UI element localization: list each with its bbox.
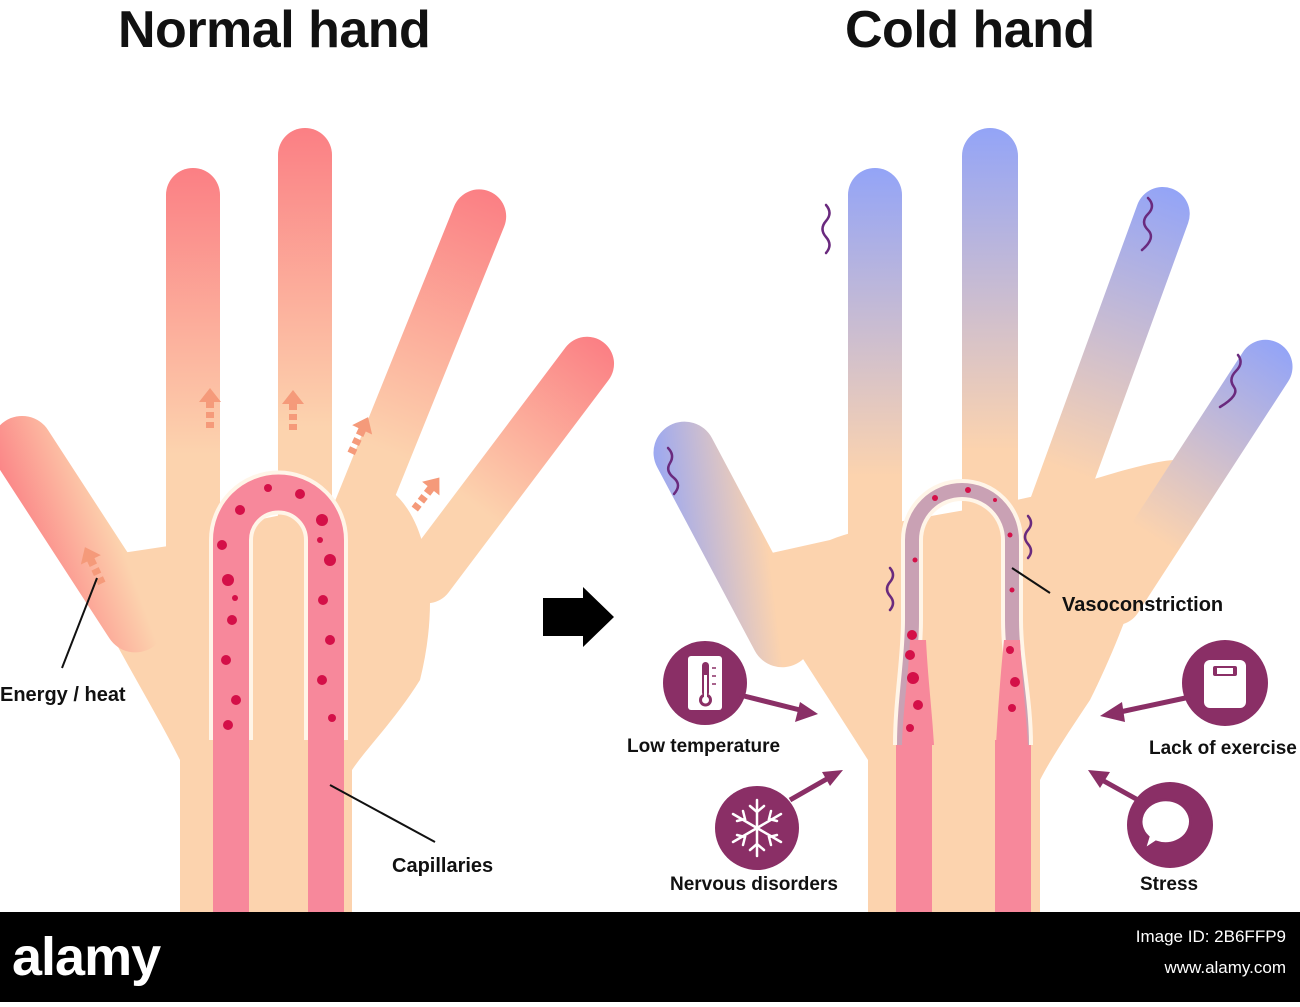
cause-lack-of-exercise [1100,640,1268,726]
capillary-wrist-right [308,730,344,912]
shiver-icon [1218,353,1242,409]
little-finger [399,336,615,604]
right-arrow-icon [543,587,614,647]
heat-arrows [80,388,440,586]
cold-hand [653,128,1293,912]
heat-arrow-icon [199,388,221,428]
energy-heat-label: Energy / heat [0,684,126,706]
thumb [653,421,814,668]
thermometer-icon [688,656,722,710]
ring-finger [311,189,507,593]
lack-of-exercise-label: Lack of exercise [1149,738,1297,759]
vasoconstriction-leader-line [1011,567,1051,594]
energy-heat-leader-line [61,577,98,669]
ring-finger [1007,186,1190,595]
stress-label: Stress [1140,874,1199,895]
capillary-wrist-left [213,730,249,912]
weight-scale-icon [1204,660,1246,708]
normal-hand [0,128,615,912]
shiver-icon [666,446,680,496]
speech-bubble-icon [1139,798,1192,854]
site-url: www.alamy.com [1164,958,1286,977]
alamy-logo: alamy [12,927,161,987]
heat-arrow-icon [347,417,373,456]
index-finger [166,168,220,608]
snowflake-icon [731,798,783,858]
middle-finger [962,128,1018,588]
cold-hand-fingers [653,128,1293,668]
shiver-marks [666,196,1242,612]
blood-cells [217,484,336,730]
heat-arrow-icon [80,547,106,586]
arrow-icon [739,692,801,713]
capillaries-leader-line [329,784,436,843]
capillaries-label: Capillaries [392,855,494,877]
normal-hand-title: Normal hand [118,1,431,59]
cold-hand-palm [740,460,1175,912]
capillary-wrist-right [995,740,1031,912]
constricted-capillary-loop [893,479,1033,912]
vasoconstriction-label: Vasoconstriction [1062,594,1224,616]
shiver-icon [821,203,831,255]
blood-cells [905,487,1020,732]
cause-low-temperature [663,641,818,725]
shiver-icon [885,566,895,612]
normal-hand-fingers [0,128,615,653]
image-id: Image ID: 2B6FFP9 [1135,927,1286,946]
cause-stress [1088,770,1213,868]
index-finger [848,168,902,608]
normal-capillary-loop [209,470,348,912]
footer-bar: alamy Image ID: 2B6FFP9 www.alamy.com [0,912,1300,1002]
arrow-icon [1119,694,1191,715]
nervous-disorders-label: Nervous disorders [670,874,838,895]
arrow-icon [788,773,834,803]
low-temperature-label: Low temperature [627,736,781,757]
cold-hand-title: Cold hand [845,1,1095,59]
arrow-icon [1100,777,1140,803]
capillary-wrist-left [896,740,932,912]
heat-arrow-icon [411,477,440,512]
heat-arrow-icon [282,390,304,430]
thumb [0,415,167,653]
little-finger [1088,339,1293,626]
cause-nervous-disorders [715,770,843,870]
shiver-icon [1140,196,1154,252]
shiver-icon [1023,514,1033,560]
